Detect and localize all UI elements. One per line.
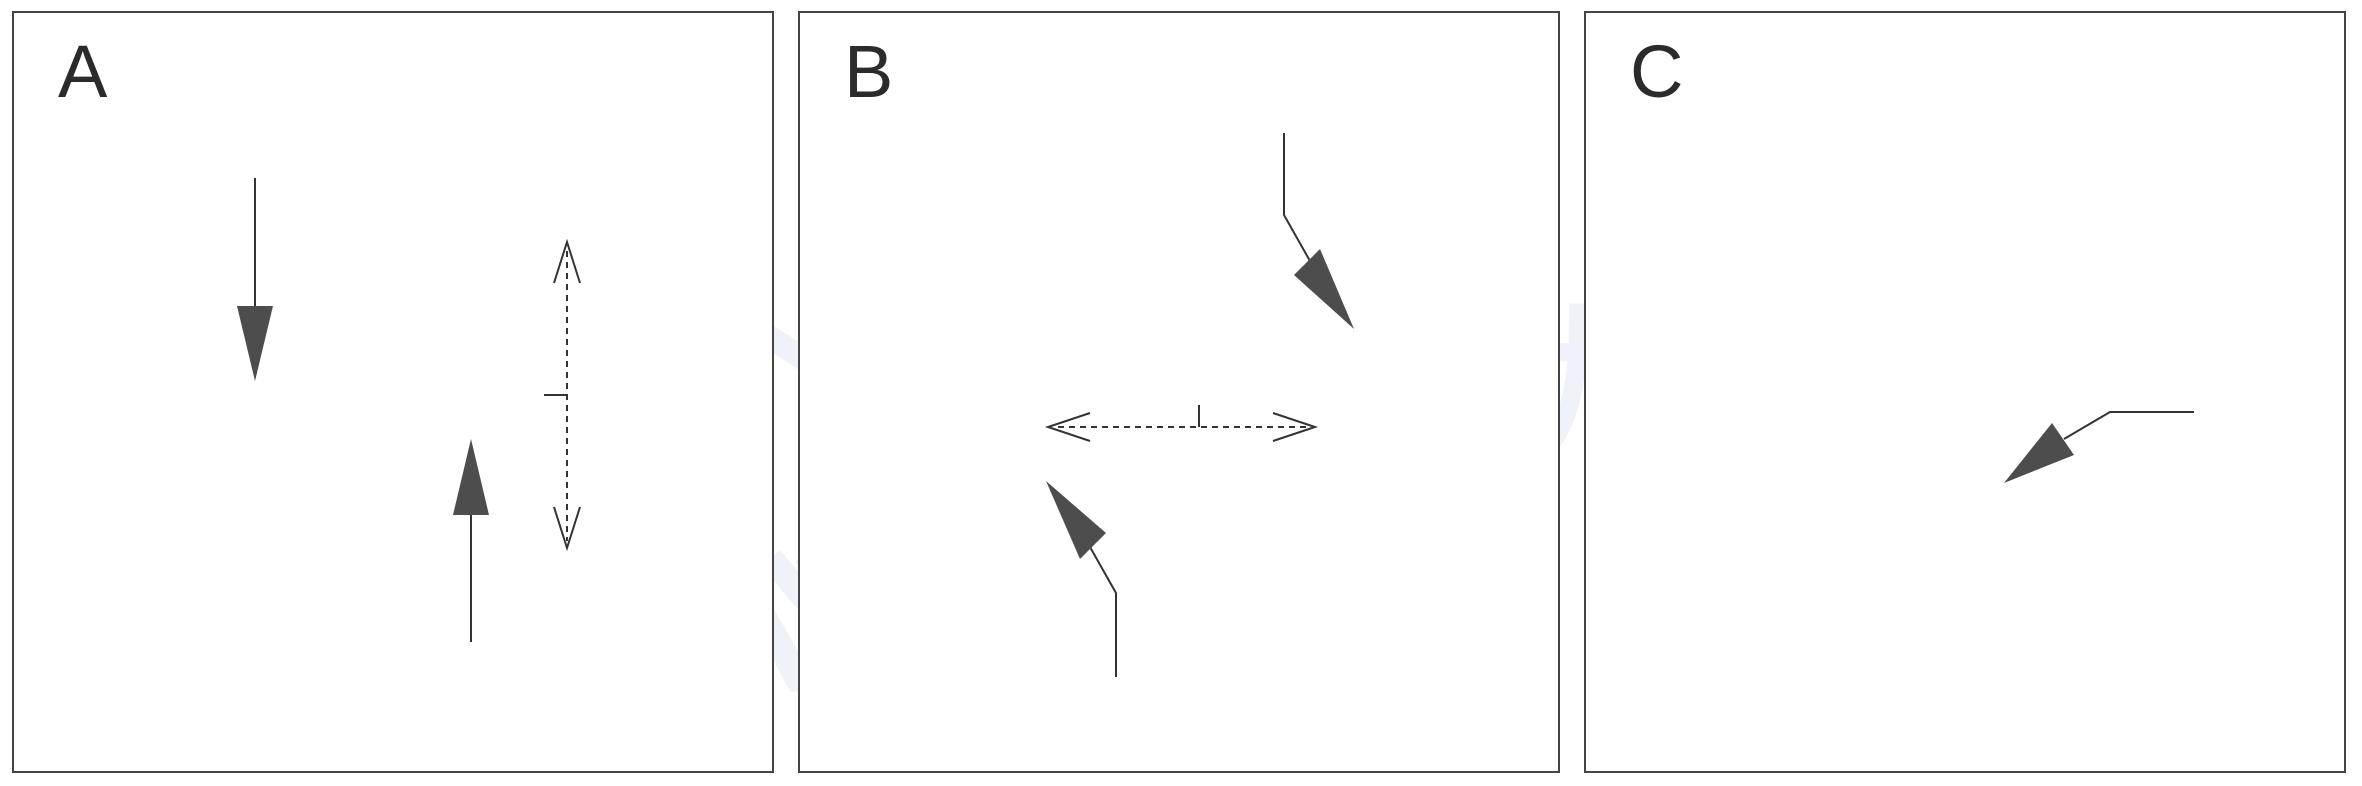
panel-b: B [798, 11, 1560, 773]
panel-label-b: B [844, 30, 894, 113]
horizontal-dashed-double-arrow-icon [1044, 405, 1319, 442]
down-arrow-icon [237, 178, 273, 381]
diagonal-arrow-up-left-icon [1046, 481, 1117, 677]
panel-label-c: C [1630, 30, 1684, 113]
panel-b-diagram [1044, 133, 1354, 677]
panel-c: C [1584, 11, 2346, 773]
vertical-dashed-double-arrow-icon [544, 238, 581, 552]
diagonal-arrow-down-right-icon [1283, 133, 1354, 329]
up-arrow-icon [453, 439, 489, 642]
panel-a-diagram [237, 178, 581, 642]
panel-a: A [12, 11, 774, 773]
diagonal-arrow-down-left-icon [2004, 411, 2194, 483]
panel-c-diagram [2004, 411, 2194, 483]
panel-label-a: A [58, 30, 108, 113]
